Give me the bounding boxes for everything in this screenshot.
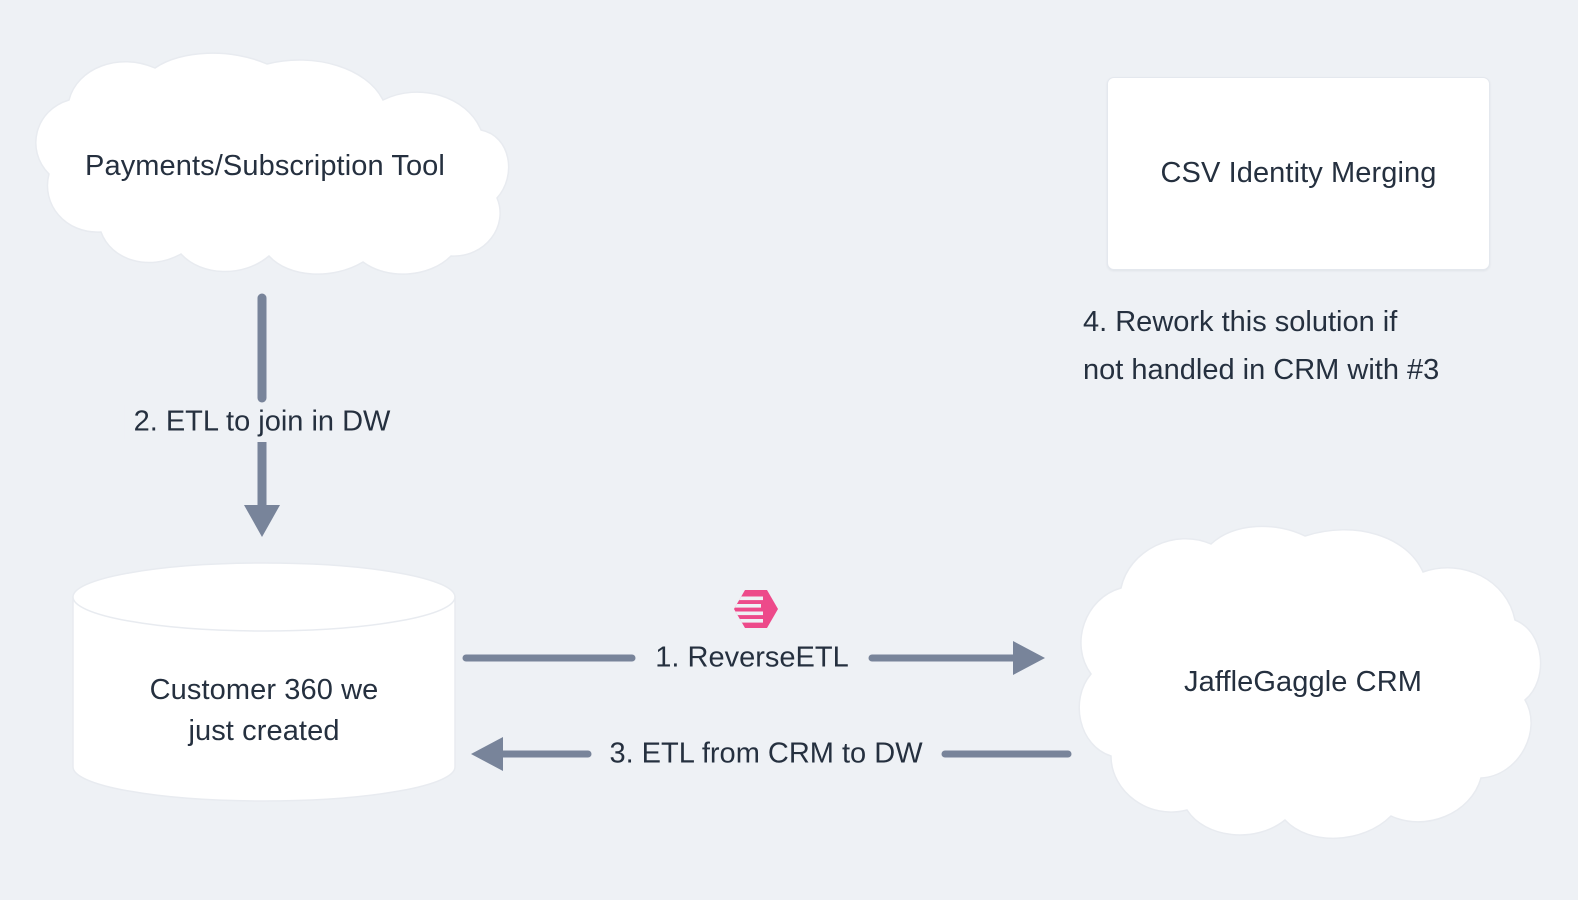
edge-label-etl-to-join-in-dw: 2. ETL to join in DW <box>124 404 400 440</box>
hightouch-logo-icon <box>733 588 781 630</box>
node-customer-360-warehouse[interactable]: Customer 360 we just created <box>72 562 456 802</box>
edge-label-reverse-etl: 1. ReverseETL <box>646 640 858 676</box>
cylinder-shape <box>72 562 456 802</box>
node-payments-subscription-tool[interactable]: Payments/Subscription Tool <box>15 52 515 276</box>
node-csv-identity-merging[interactable]: CSV Identity Merging <box>1107 77 1490 270</box>
annotation-csv-note: 4. Rework this solution if not handled i… <box>1083 306 1440 387</box>
cloud-shape <box>35 52 510 275</box>
cloud-shape <box>1078 525 1542 839</box>
node-label: CSV Identity Merging <box>1160 156 1437 189</box>
node-jafflegaggle-crm[interactable]: JaffleGaggle CRM <box>1063 525 1543 839</box>
edge-label-etl-from-crm-to-dw: 3. ETL from CRM to DW <box>600 736 932 772</box>
